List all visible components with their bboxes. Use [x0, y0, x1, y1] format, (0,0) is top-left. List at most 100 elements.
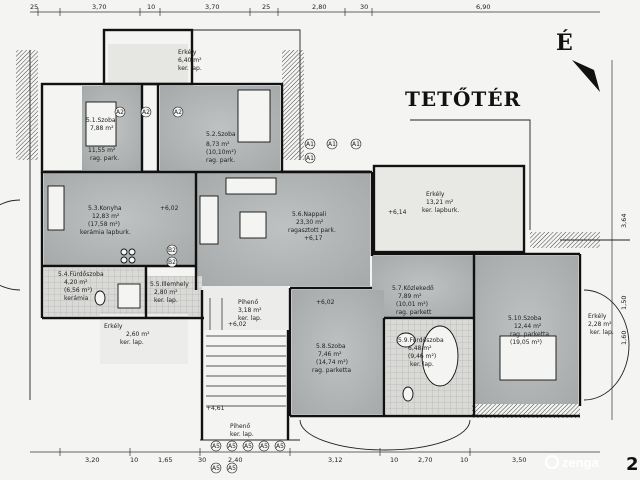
dim-top-7: 30 [360, 3, 368, 11]
balcony-left-floor: ker. lap. [120, 339, 144, 346]
room-5-10-fill [474, 256, 578, 404]
landing-1-area: 3,18 m² [238, 307, 262, 314]
room-5-10-total: (19,05 m²) [510, 339, 542, 346]
room-5-7-floor: rag. parkett [396, 309, 432, 316]
stove-icon [120, 248, 128, 256]
shower-icon [117, 283, 141, 309]
dim-bottom-8: 2,70 [418, 456, 432, 464]
dim-right-1: 3,64 [620, 214, 628, 228]
label-balcony-left: Erkély 2,60 m² ker. lap. [104, 323, 150, 346]
room-5-1-area: 7,88 m² [90, 125, 114, 132]
walls [40, 28, 582, 440]
room-5-6-name: 5.6.Nappali [292, 211, 327, 218]
room-5-8-total: (14,74 m²) [316, 359, 348, 366]
room-label-5-7: 5.7.Közlekedő 7,89 m² (10,01 m²) rag. pa… [392, 285, 434, 316]
stove-icon-3 [120, 256, 128, 264]
room-5-3-total: (17,58 m²) [88, 221, 120, 228]
roof-hatch-right [530, 232, 600, 248]
room-label-5-8: 5.8.Szoba 7,46 m² (14,74 m²) rag. parket… [312, 343, 351, 374]
room-labels: 5.1.Szoba 7,88 m² 11,55 m² rag. park. 5.… [58, 49, 614, 438]
room-5-5-fill [146, 276, 202, 316]
dim-bottom-5: 2,40 [228, 456, 242, 464]
level-mark-4: +6,02 [316, 299, 335, 306]
room-5-10-area: 12,44 m² [514, 323, 542, 330]
room-5-9-total: (9,46 m²) [408, 353, 436, 360]
sofa-5-6b [199, 195, 219, 245]
room-5-7-area: 7,89 m² [398, 293, 422, 300]
dim-right-3: 1,60 [620, 331, 628, 345]
label-landing-2: Pihenő ker. lap. [230, 423, 254, 438]
room-5-2-name: 5.2.Szoba [206, 131, 236, 138]
room-5-6-fill [196, 170, 370, 286]
room-5-6-floor: ragasztott park. [288, 227, 336, 234]
dimensions-bottom: 3,20 10 1,65 30 2,40 3,12 10 2,70 10 3,5… [85, 456, 526, 464]
roof-hatch-top [282, 50, 304, 160]
room-label-5-6: 5.6.Nappali 23,30 m² ragasztott park. [288, 211, 336, 234]
bed-5-2 [237, 89, 271, 143]
watermark-logo-icon [545, 455, 559, 469]
level-mark-1: +6,02 [160, 205, 179, 212]
room-5-3-name: 5.3.Konyha [88, 205, 122, 212]
room-5-5-floor: ker. lap. [154, 297, 178, 304]
balcony-far-right-name: Erkély [588, 313, 607, 320]
room-5-5-name: 5.5.Illemhely [150, 281, 189, 288]
level-marks: +6,02 +6,17 +6,14 +6,02 +6,02 +4,61 [160, 205, 407, 412]
column-tag-16: A5 [228, 465, 236, 472]
room-5-1-floor: rag. park. [90, 155, 119, 162]
column-tag-15: A5 [212, 465, 220, 472]
column-tag-4: A1 [352, 141, 360, 148]
balcony-top-fill [108, 44, 188, 84]
dim-bottom-9: 10 [460, 456, 468, 464]
dim-bottom-1: 3,20 [85, 456, 99, 464]
level-mark-6: +4,61 [206, 405, 225, 412]
watermark-text: zenga [562, 455, 600, 470]
room-label-5-1: 5.1.Szoba 7,88 m² 11,55 m² rag. park. [86, 117, 119, 162]
column-tag-5: A1 [306, 155, 314, 162]
sofa-5-6 [225, 177, 277, 195]
room-5-8-area: 7,46 m² [318, 351, 342, 358]
balcony-top-floor: ker. lap. [178, 65, 202, 72]
column-tag-10: A5 [212, 443, 220, 450]
room-label-5-10: 5.10.Szoba 12,44 m² rag. parketta (19,05… [508, 315, 549, 346]
label-balcony-far-right: Erkély 2,28 m² ker. lap. [588, 313, 614, 336]
dim-top-6: 2,80 [312, 3, 326, 11]
table-5-6 [239, 211, 267, 239]
room-5-4-total: (6,56 m²) [64, 287, 92, 294]
room-5-10-name: 5.10.Szoba [508, 315, 542, 322]
dim-top-2: 3,70 [92, 3, 106, 11]
roof-hatch-bottom [470, 404, 580, 418]
room-label-5-3: 5.3.Konyha 12,83 m² (17,58 m²) kerámia l… [80, 205, 131, 236]
room-label-5-2: 5.2.Szoba 8,73 m² (10,10m²) rag. park. [206, 131, 236, 164]
column-tag-3: A1 [328, 141, 336, 148]
balcony-far-right-floor: ker. lap. [590, 329, 614, 336]
room-5-5-area: 2,80 m² [154, 289, 178, 296]
landing-1-name: Pihenő [238, 299, 258, 306]
balcony-right-name: Erkély [426, 191, 445, 198]
washbasin-icon [396, 332, 416, 348]
dim-top-8: 6,90 [476, 3, 490, 11]
balcony-top-area: 6,40 m² [178, 57, 202, 64]
room-5-2-floor: rag. park. [206, 157, 235, 164]
level-mark-3: +6,14 [388, 209, 407, 216]
dim-bottom-4: 30 [198, 456, 206, 464]
balcony-top-name: Erkély [178, 49, 197, 56]
room-label-5-4: 5.4.Fürdőszoba 4,20 m² (6,56 m²) kerámia [58, 271, 104, 302]
level-mark-5: +6,02 [228, 321, 247, 328]
column-tag-2: A1 [306, 141, 314, 148]
room-5-2-total: (10,10m²) [206, 149, 236, 156]
room-5-6-area: 23,30 m² [296, 219, 324, 226]
column-tag-6: B2 [168, 247, 176, 254]
room-5-7-fill [372, 256, 474, 318]
dim-bottom-10: 3,50 [512, 456, 526, 464]
column-tag-13: A5 [260, 443, 268, 450]
column-tag-11: A5 [228, 443, 236, 450]
room-5-8-name: 5.8.Szoba [316, 343, 346, 350]
room-5-7-total: (10,01 m²) [396, 301, 428, 308]
room-5-1-total: 11,55 m² [88, 147, 116, 154]
room-label-5-5: 5.5.Illemhely 2,80 m² ker. lap. [150, 281, 189, 304]
balcony-left-area: 2,60 m² [126, 331, 150, 338]
north-arrow-icon [572, 60, 600, 92]
room-5-3-floor: kerámia lapburk. [80, 229, 131, 236]
room-5-3-area: 12,83 m² [92, 213, 120, 220]
